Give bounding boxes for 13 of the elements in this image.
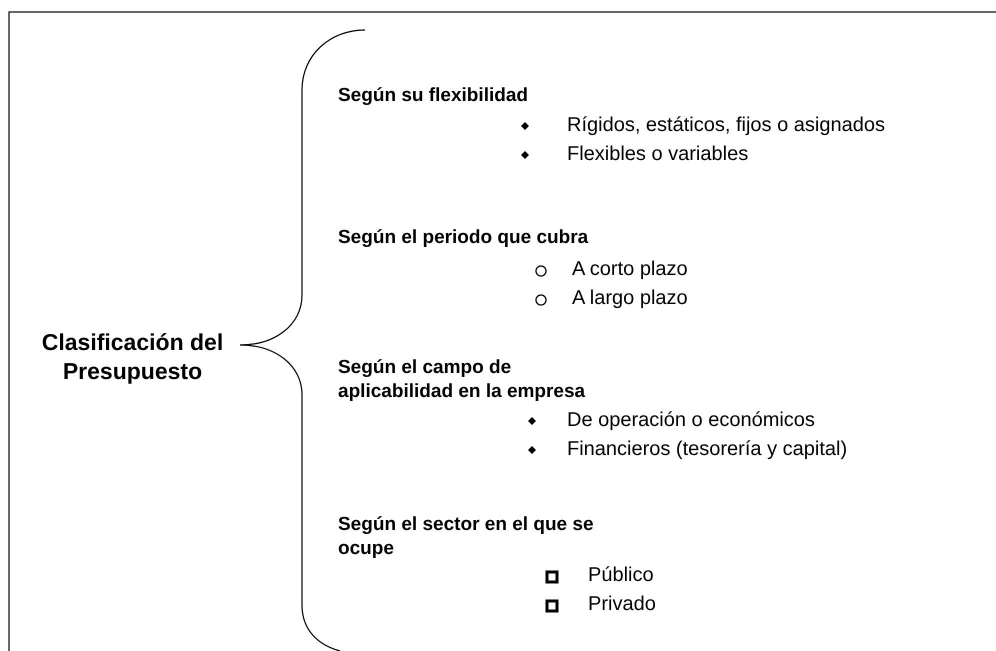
list-item: Financieros (tesorería y capital) [567, 437, 848, 462]
root-heading: Clasificación del Presupuesto [40, 328, 224, 386]
category-heading: Según su flexibilidad [338, 84, 530, 108]
list-item: Flexibles o variables [567, 142, 750, 167]
list-item: A largo plazo [572, 286, 689, 311]
category-heading: Según el periodo que cubra [338, 226, 590, 250]
category-heading: Según el sector en el que se ocupe [338, 513, 595, 560]
list-item: Rígidos, estáticos, fijos o asignados [567, 113, 886, 138]
list-item: Público [588, 563, 655, 588]
category-heading: Según el campo de aplicabilidad en la empresa [338, 356, 586, 404]
list-item: A corto plazo [572, 257, 689, 282]
list-item: De operación o económicos [567, 408, 816, 433]
list-item: Privado [588, 592, 657, 617]
